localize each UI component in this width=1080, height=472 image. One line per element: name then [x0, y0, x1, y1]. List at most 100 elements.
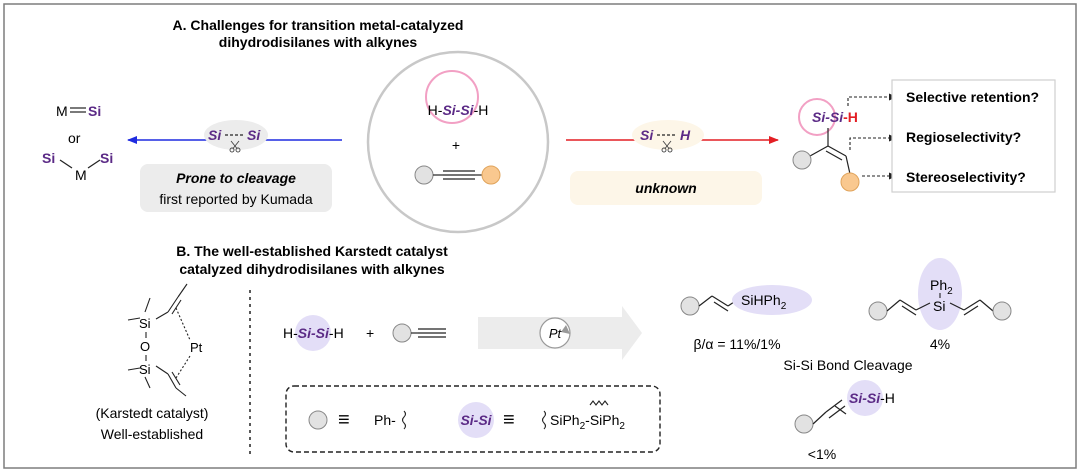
product-si-si: Si-Si — [812, 109, 844, 125]
alkyne-grey-ball — [392, 323, 412, 343]
legend-si-si-highlight — [458, 402, 494, 438]
reagents-circle — [366, 50, 550, 234]
p1-grey-ball — [680, 296, 700, 316]
plus-sign: + — [452, 137, 460, 153]
legend-sub-b: 2 — [619, 421, 625, 432]
p1-sihph: SiHPh — [741, 292, 781, 308]
sih-h-label: H — [680, 127, 691, 143]
reactant-si-si: Si-Si — [298, 325, 330, 341]
silylene-si-label: Si — [88, 103, 101, 119]
legend-equiv-2: ≡ — [503, 409, 515, 431]
reactant-h-left: H- — [283, 325, 298, 341]
legend-si-si: Si-Si — [460, 412, 492, 428]
outer-frame — [3, 3, 1077, 469]
si-m-bond-left — [59, 159, 73, 169]
legend-disilane: SiPh2-SiPh2 — [550, 412, 625, 432]
p2-ph-label: Ph2 — [930, 277, 953, 297]
product-orange-ball — [840, 172, 860, 192]
karstedt-note: Well-established — [101, 426, 203, 442]
karstedt-pt: Pt — [190, 340, 203, 355]
pointer-regio — [849, 134, 897, 150]
alkyne-structure — [414, 165, 501, 185]
bis-silyl-metal-structure: Si M Si — [42, 150, 113, 183]
formula-h-right: -H — [474, 102, 489, 118]
cleavage-caption: Si-Si Bond Cleavage — [783, 357, 912, 373]
reactant-disilane: H-Si-Si-H — [283, 325, 344, 341]
legend-wavy-bond-icon — [401, 410, 407, 430]
legend-box — [285, 385, 661, 453]
p3-grey-ball — [794, 414, 814, 434]
si-m-bond-right — [87, 159, 101, 169]
cleavage-si-right: Si — [247, 127, 261, 143]
section-a: A. Challenges for transition metal-catal… — [42, 17, 1056, 234]
kumada-note: first reported by Kumada — [159, 191, 313, 207]
bis-silyl-si-left: Si — [42, 150, 55, 166]
product-h: -H — [843, 109, 858, 125]
product-bond-down — [845, 155, 851, 175]
product-vinylsilane: SiHPh2 — [680, 285, 812, 316]
pink-highlight-ring — [425, 70, 479, 124]
section-b-title-line2: catalyzed dihydrodisilanes with alkynes — [179, 261, 445, 277]
product-retained-disilane: Si-Si-H — [794, 380, 895, 434]
legend-sub-a: 2 — [580, 421, 586, 432]
product-pink-ring — [798, 98, 836, 136]
unknown-box — [570, 171, 762, 205]
section-a-title-line2: dihydrodisilanes with alkynes — [219, 34, 418, 50]
product-double-bond-b — [825, 150, 843, 161]
challenge-stereoselectivity: Stereoselectivity? — [906, 169, 1026, 185]
prone-to-cleavage-box — [140, 164, 332, 212]
karstedt-structure: Si O Pt Si — [127, 283, 203, 397]
pt-catalyst-label: Pt — [549, 326, 563, 341]
bond-cleavage-wave-icon — [589, 400, 609, 406]
pt-catalyst-circle — [539, 317, 571, 349]
section-b-title-line1: B. The well-established Karstedt catalys… — [176, 243, 448, 259]
legend-equiv-1: ≡ — [338, 409, 350, 431]
p2-ph: Ph — [930, 277, 947, 293]
p1-selectivity: β/α = 11%/1% — [693, 336, 780, 352]
terminal-alkyne — [392, 323, 446, 343]
reactant-h-right: -H — [329, 325, 344, 341]
metal-silylene-structure: M Si — [56, 103, 101, 119]
legend-grey-ball — [308, 410, 328, 430]
p1-lavender-highlight — [732, 285, 812, 315]
product-bond-left — [809, 145, 829, 157]
p1-silyl-label: SiHPh2 — [741, 292, 787, 312]
pointer-retention — [847, 93, 897, 106]
metal-label: M — [56, 103, 68, 119]
challenges-box — [891, 79, 1056, 193]
p3-h: -H — [880, 390, 895, 406]
legend-siph-right: SiPh — [590, 412, 620, 428]
scissors-icon — [661, 140, 673, 153]
p2-grey-ball-right — [992, 301, 1012, 321]
or-label: or — [68, 130, 81, 146]
product-double-bond-a — [827, 145, 847, 157]
p2-sub: 2 — [947, 286, 953, 297]
legend-wavy-bond-icon — [541, 410, 547, 430]
p3-lavender-highlight — [847, 380, 883, 416]
p3-silyl-label: Si-Si-H — [849, 390, 895, 406]
karstedt-o: O — [140, 339, 150, 354]
karstedt-si-top: Si — [139, 316, 151, 331]
challenge-regioselectivity: Regioselectivity? — [906, 129, 1021, 145]
section-a-title-line1: A. Challenges for transition metal-catal… — [173, 17, 464, 33]
pt-coordination-top — [175, 307, 191, 341]
karstedt-caption: (Karstedt catalyst) — [96, 405, 209, 421]
scissors-icon — [229, 140, 241, 153]
bis-silyl-si-right: Si — [100, 150, 113, 166]
formula-h-left: H- — [428, 102, 443, 118]
challenge-retention: Selective retention? — [906, 89, 1039, 105]
prone-to-cleavage-label: Prone to cleavage — [176, 170, 296, 186]
unknown-label: unknown — [635, 180, 696, 196]
section-b: B. The well-established Karstedt catalys… — [96, 243, 1012, 462]
product-silyl-label: Si-Si-H — [812, 109, 858, 125]
p2-si-label: Si — [933, 298, 945, 314]
p3-yield: <1% — [808, 446, 836, 462]
p3-si-si: Si-Si — [849, 390, 881, 406]
product-divinylsilane: Ph2 Si — [868, 258, 1012, 330]
sih-si-label: Si — [640, 127, 654, 143]
product-grey-ball — [792, 150, 812, 170]
formula-si-si: Si-Si — [442, 102, 474, 118]
pt-coordination-bottom — [175, 355, 191, 379]
legend-dash: - — [585, 412, 590, 428]
